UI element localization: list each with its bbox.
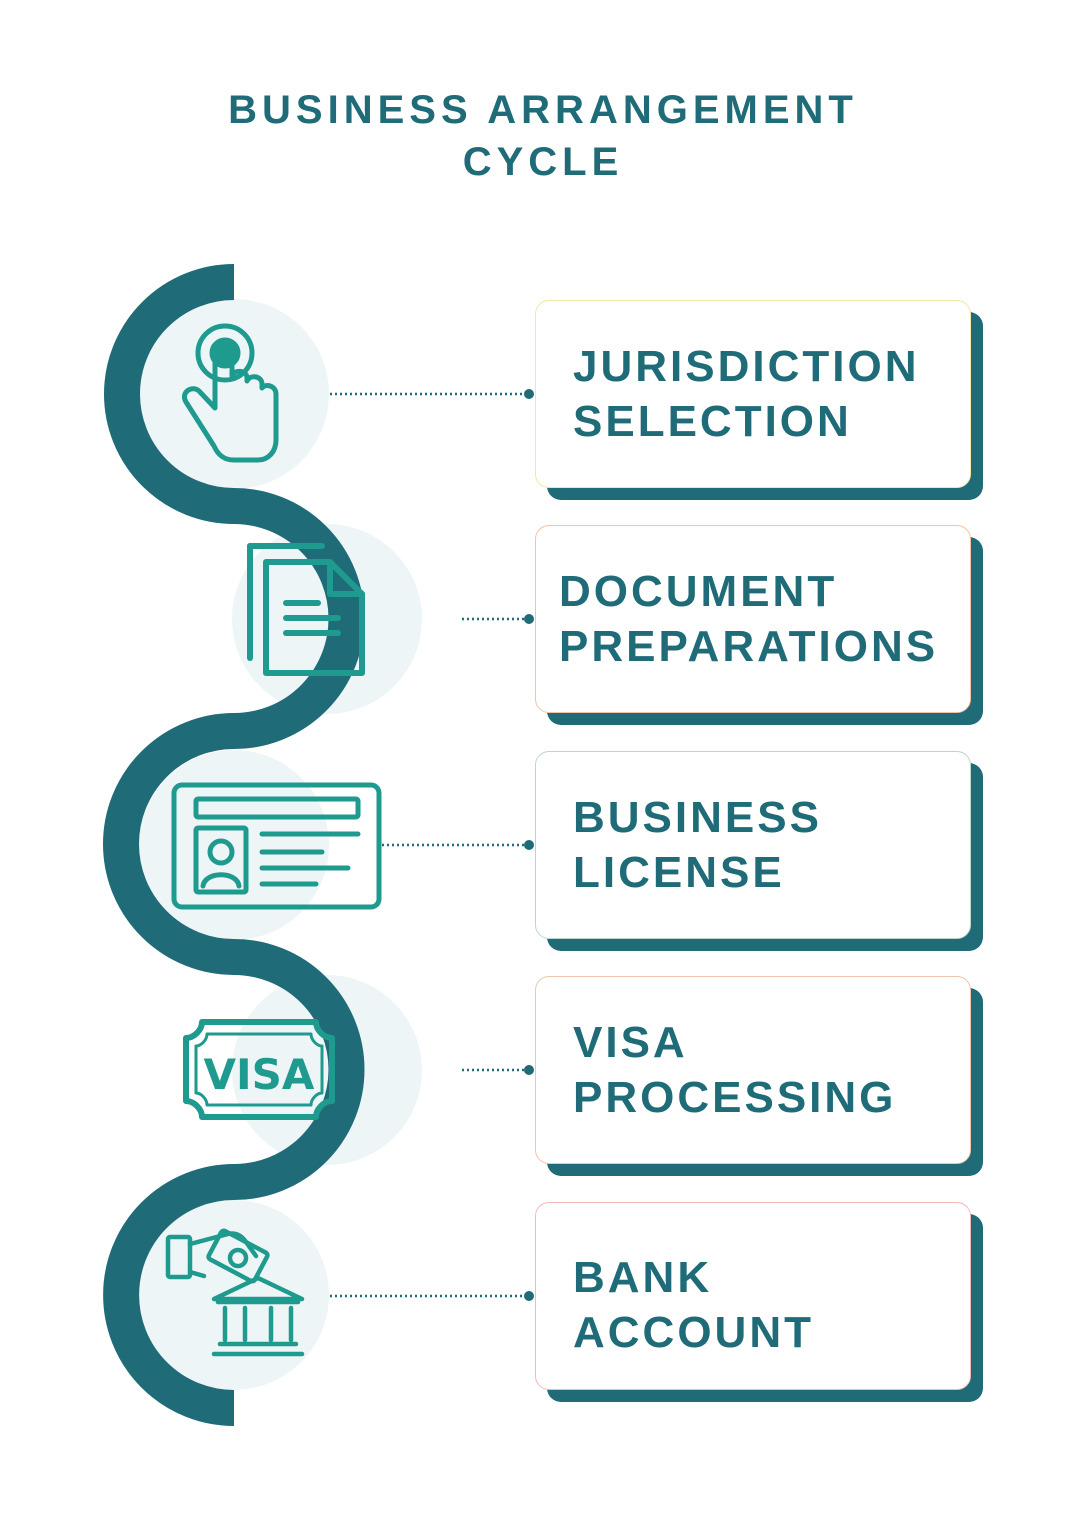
serpentine-path [103,264,365,1426]
step-5-label-line-2: ACCOUNT [573,1308,814,1357]
step-2-label: DOCUMENT PREPARATIONS [559,564,938,674]
id-card-icon [171,782,382,910]
step-2-card: DOCUMENT PREPARATIONS [535,525,971,713]
step-5-label-line-1: BANK [573,1253,713,1302]
step-4-card: VISA PROCESSING [535,976,971,1164]
step-3-label-line-2: LICENSE [573,848,785,897]
step-1-label: JURISDICTION SELECTION [573,339,919,449]
connector-dot-1 [524,389,534,399]
page-title: BUSINESS ARRANGEMENT CYCLE [0,84,1086,188]
step-5-icon-circle [139,1200,329,1390]
step-1-icon-circle [139,299,329,489]
visa-icon: VISA [183,1019,335,1120]
step-1-label-line-2: SELECTION [573,397,852,446]
step-1-card: JURISDICTION SELECTION [535,300,971,488]
pointing-hand-icon [182,323,279,463]
step-4-label-line-1: VISA [573,1018,688,1067]
document-icon [247,543,365,676]
step-4-label-line-2: PROCESSING [573,1073,897,1122]
bank-deposit-icon [165,1228,305,1357]
step-3-icon-circle [139,750,329,940]
connectors [330,389,534,1301]
connector-dot-2 [524,614,534,624]
step-2-label-line-2: PREPARATIONS [559,622,939,671]
svg-text:VISA: VISA [204,1050,315,1099]
connector-dot-5 [524,1291,534,1301]
title-line-2: CYCLE [462,140,624,184]
step-2-label-line-1: DOCUMENT [559,567,838,616]
step-3-label-line-1: BUSINESS [573,793,822,842]
step-5-card: BANK ACCOUNT [535,1202,971,1390]
connector-dot-4 [524,1065,534,1075]
connector-dot-3 [524,840,534,850]
step-5-label: BANK ACCOUNT [573,1250,814,1360]
step-3-label: BUSINESS LICENSE [573,790,822,900]
step-1-label-line-1: JURISDICTION [573,342,920,391]
step-3-card: BUSINESS LICENSE [535,751,971,939]
step-4-label: VISA PROCESSING [573,1015,896,1125]
title-line-1: BUSINESS ARRANGEMENT [228,88,858,132]
